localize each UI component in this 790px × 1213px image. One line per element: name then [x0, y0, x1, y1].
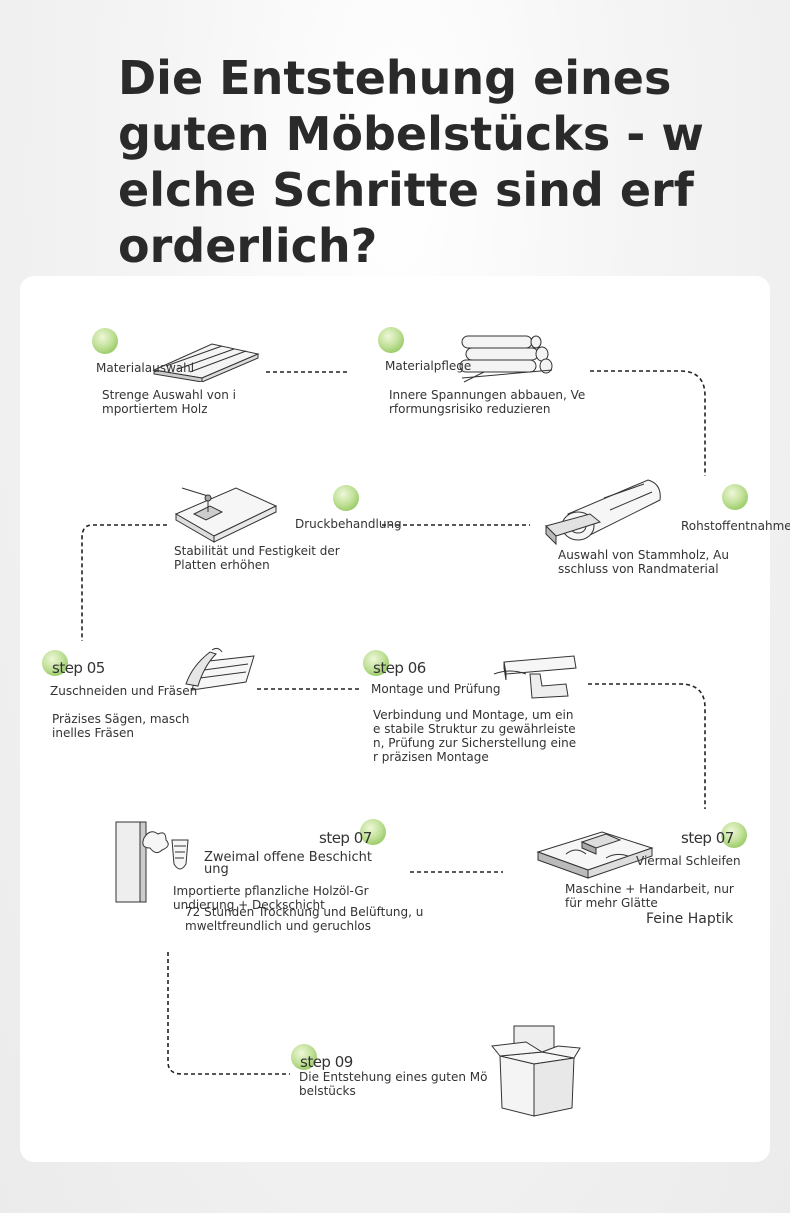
sanding-illustration — [536, 831, 654, 879]
logs-pile-illustration — [459, 335, 553, 383]
process-card: Materialauswahl Strenge Auswahl von impo… — [20, 276, 790, 1162]
step-description: Maschine + Handarbeit, nur für mehr Glät… — [565, 882, 734, 910]
step-label: Montage und Prüfung — [371, 682, 501, 696]
tree-trunk-illustration — [545, 479, 661, 546]
press-board-illustration — [174, 487, 278, 543]
step-label: Druckbehandlung — [295, 517, 402, 531]
step-marker — [378, 327, 404, 353]
page-title: Die Entstehung eines guten Möbelstücks -… — [118, 51, 704, 273]
step-marker — [721, 822, 747, 848]
step-description: Importierte pflanzliche Holzöl-Grundieru… — [173, 884, 369, 912]
step-description: Die Entstehung eines guten Möbelstücks — [299, 1070, 488, 1098]
step-description: Verbindung und Montage, um eine stabile … — [373, 708, 577, 764]
step-extra-note: Feine Haptik — [646, 911, 734, 927]
sawing-illustration — [185, 647, 255, 691]
step-number: step 05 — [52, 659, 105, 677]
step-number: step 09 — [300, 1053, 353, 1071]
packaging-box-illustration — [491, 1025, 581, 1117]
step-marker — [363, 650, 389, 676]
step-description: Stabilität und Festigkeit der Platten er… — [174, 544, 340, 572]
step-marker — [360, 819, 386, 845]
step-description: Strenge Auswahl von importiertem Holz — [102, 388, 236, 416]
wood-planks-illustration — [152, 343, 260, 382]
oil-coating-illustration — [115, 821, 189, 903]
step-number: step 07 — [319, 829, 372, 847]
step-number: step 06 — [373, 659, 426, 677]
step-marker — [92, 328, 118, 354]
step-marker — [291, 1044, 317, 1070]
step-description: Präzises Sägen, maschinelles Fräsen — [52, 712, 190, 740]
step-number: step 07 — [681, 829, 734, 847]
step-description: Innere Spannungen abbauen, Verformungsri… — [389, 388, 586, 416]
step-label: Zweimal offene Beschichtung — [204, 850, 372, 877]
step-label: Zuschneiden und Fräsen — [50, 684, 198, 698]
step-marker — [722, 484, 748, 510]
table-frame-illustration — [493, 655, 577, 699]
step-label: Materialpflege — [385, 359, 472, 373]
step-marker — [333, 485, 359, 511]
step-marker — [42, 650, 68, 676]
step-label: Viermal Schleifen — [636, 854, 741, 868]
step-label: Rohstoffentnahme — [681, 519, 790, 533]
process-connector-lines — [81, 370, 706, 1075]
step-description: Auswahl von Stammholz, Ausschluss von Ra… — [558, 548, 729, 576]
step-label: Materialauswahl — [96, 361, 195, 375]
step-description-secondary: 72 Stunden Trocknung und Belüftung, umwe… — [185, 905, 424, 933]
